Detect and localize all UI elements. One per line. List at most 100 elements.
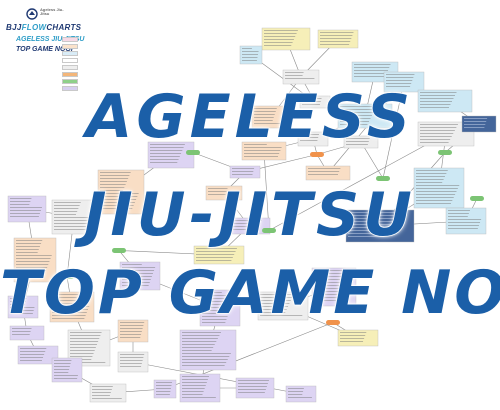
title-line-2: JIU-JITSU <box>83 179 416 251</box>
flow-node <box>311 267 357 307</box>
flow-node <box>97 169 145 215</box>
flow-node-box <box>241 141 287 161</box>
flow-node-box <box>235 377 275 399</box>
legend-swatch <box>62 58 78 63</box>
flow-node <box>49 291 95 323</box>
flow-node-box <box>445 207 487 235</box>
flow-node <box>235 377 275 399</box>
flow-node <box>51 357 83 383</box>
flow-node-box <box>49 291 95 323</box>
flow-node <box>51 199 97 235</box>
flow-node-box <box>297 131 329 147</box>
flow-node-box <box>282 69 320 85</box>
legend-row <box>62 57 110 64</box>
legend-swatch <box>62 44 78 49</box>
flow-node-box <box>311 267 357 307</box>
flow-node <box>345 209 415 243</box>
flow-node <box>9 325 45 341</box>
flow-node-box <box>461 115 497 133</box>
flow-edge <box>268 133 447 231</box>
flow-node <box>179 373 221 403</box>
flow-node <box>239 45 263 65</box>
flow-node <box>13 237 57 283</box>
flow-node-box <box>383 71 425 93</box>
flow-node <box>7 195 47 223</box>
flow-node <box>337 103 393 129</box>
flow-node-box <box>147 141 195 169</box>
flowchart-pills <box>60 150 484 325</box>
title-line-1: AGELESS <box>85 81 415 153</box>
flow-node <box>299 95 331 109</box>
flow-node <box>251 105 291 129</box>
flow-node-box <box>299 95 331 109</box>
flow-node-box <box>89 383 127 403</box>
flow-node-box <box>317 29 359 49</box>
flow-node-box <box>7 195 47 223</box>
flow-node-box <box>261 27 311 51</box>
brand-suffix: CHARTS <box>46 23 82 32</box>
flow-node <box>417 89 473 113</box>
flow-node-box <box>13 237 57 283</box>
flow-node-box <box>179 329 237 371</box>
flow-node <box>193 245 245 265</box>
flow-node-box <box>153 379 177 399</box>
flow-node <box>241 141 287 161</box>
flow-node <box>17 345 59 365</box>
legend-row <box>62 64 110 71</box>
brand-mark-icon <box>26 8 38 20</box>
flow-node-box <box>337 103 393 129</box>
legend-row <box>62 43 110 50</box>
flow-pill <box>186 150 200 155</box>
flow-node-box <box>199 289 241 327</box>
legend-swatch <box>62 37 78 42</box>
legend-row <box>62 36 110 43</box>
legend-swatch <box>62 86 78 91</box>
flow-node <box>147 141 195 169</box>
flow-pill <box>376 176 390 181</box>
title-line-3: TOP GAME NOGI <box>0 257 500 329</box>
flow-pill <box>438 150 452 155</box>
flow-node <box>199 289 241 327</box>
brand-prefix: BJJ <box>6 23 22 32</box>
flow-node-box <box>97 169 145 215</box>
flow-edge <box>263 150 270 231</box>
flow-node-box <box>9 325 45 341</box>
flow-node <box>261 27 311 51</box>
legend-row <box>62 50 110 57</box>
flow-node-box <box>117 351 149 373</box>
logo-small-text: Ageless Jiu-Jitsu <box>40 7 64 16</box>
logo-brand-text: BJJFLOWCHARTS <box>6 23 81 32</box>
flow-node <box>257 291 309 321</box>
flow-node <box>153 379 177 399</box>
flow-node-box <box>285 385 317 403</box>
legend-swatch <box>62 72 78 77</box>
legend-swatch <box>62 65 78 70</box>
legend-row <box>62 78 110 85</box>
flow-node <box>413 167 465 209</box>
flow-node <box>285 385 317 403</box>
flow-node-box <box>229 165 261 179</box>
flow-node-box <box>17 345 59 365</box>
flow-node <box>227 217 271 235</box>
brand-flow: FLOW <box>21 23 47 32</box>
flow-node-box <box>205 185 243 201</box>
flow-node <box>119 261 161 291</box>
flow-node <box>282 69 320 85</box>
flow-pill <box>262 228 276 233</box>
flow-node-box <box>305 165 351 181</box>
flow-node <box>229 165 261 179</box>
flow-node <box>67 329 111 367</box>
flow-node <box>337 329 379 347</box>
flow-node <box>205 185 243 201</box>
logo-subtitle-2: TOP GAME NOGI <box>16 46 73 53</box>
flow-node-box <box>193 245 245 265</box>
flow-node <box>179 329 237 371</box>
flow-node <box>7 295 39 319</box>
flow-node <box>117 319 149 343</box>
color-legend <box>62 36 110 92</box>
flow-node <box>343 135 379 149</box>
flow-node <box>383 71 425 93</box>
flowchart-nodes <box>7 27 497 403</box>
